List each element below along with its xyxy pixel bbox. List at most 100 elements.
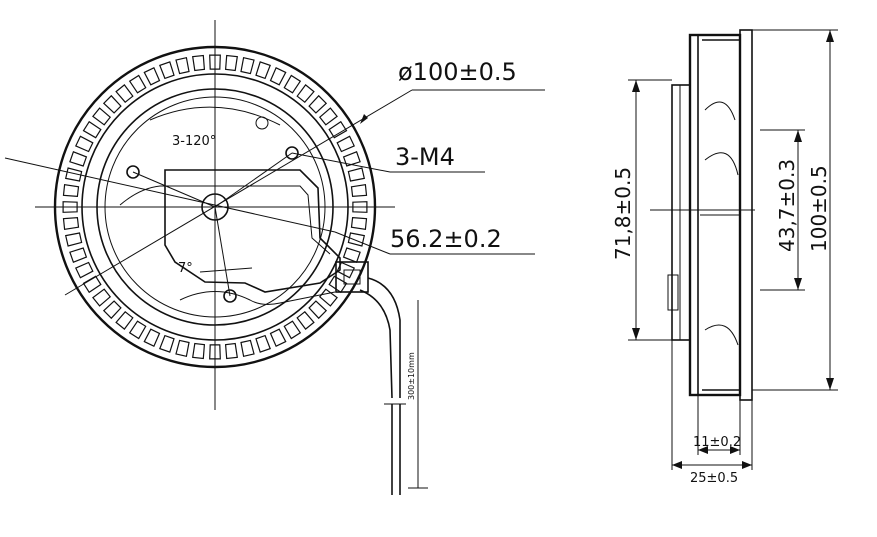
blade-slot xyxy=(159,334,175,353)
blade-slot xyxy=(115,310,134,330)
hole-radius-line-top xyxy=(214,152,293,208)
blade-slot xyxy=(92,107,112,126)
blade-slot xyxy=(269,328,287,348)
blade-slot xyxy=(82,120,102,139)
blade-slot xyxy=(255,61,271,80)
blade-slot xyxy=(143,66,161,86)
blade-slot xyxy=(82,275,102,294)
arrow-hubw-left xyxy=(698,446,708,454)
tab-angle-line xyxy=(199,267,253,273)
blade-slot xyxy=(269,66,287,86)
blade-slot xyxy=(283,320,302,340)
arrow-totalw-right xyxy=(742,461,752,469)
side-inlet-ring xyxy=(671,84,691,341)
lead-wire-2 xyxy=(359,289,393,399)
hole-radius-line-bottom xyxy=(214,206,231,297)
arrow-outer-bottom xyxy=(826,378,834,390)
blade-slot xyxy=(69,247,88,263)
blade-slot xyxy=(336,261,356,279)
mount-hole-top xyxy=(285,146,299,160)
blade-slot xyxy=(128,74,147,94)
inlet-ring-inner xyxy=(104,96,326,318)
blade-slot xyxy=(62,184,80,198)
lead-wire-1 xyxy=(367,277,401,398)
blade-slot xyxy=(74,261,94,279)
arrow-hub-top xyxy=(794,130,802,142)
blade-slot xyxy=(209,54,221,70)
dim-diameter-label: ø100±0.5 xyxy=(398,58,517,86)
blade-slot xyxy=(143,328,161,348)
side-blade-bottom xyxy=(704,324,739,346)
diameter-leader xyxy=(64,89,413,296)
blade-slot xyxy=(62,201,78,213)
blade-slot xyxy=(255,334,271,353)
blade-slot xyxy=(102,94,122,114)
blade-slot xyxy=(347,167,366,182)
arrow-hub-bottom xyxy=(794,278,802,290)
outer-housing-circle xyxy=(53,45,377,369)
hub-bore xyxy=(201,193,229,221)
blade-slot xyxy=(308,300,328,320)
blade-slot xyxy=(240,339,255,358)
blade-slot xyxy=(64,232,83,247)
blade-slot xyxy=(224,54,238,72)
blade-slot xyxy=(115,84,134,104)
blade-slot xyxy=(62,216,80,230)
hole-radius-line-left xyxy=(132,171,216,208)
mount-hole-left xyxy=(126,165,140,179)
blade-slot xyxy=(102,300,122,320)
blade-slot xyxy=(92,288,112,307)
blade-slot xyxy=(352,201,368,213)
impeller-blade-slots xyxy=(62,54,368,360)
dim-hub-width-label: 11±0.2 xyxy=(693,435,741,450)
diagonal-leader-1 xyxy=(4,157,336,233)
arrow-hubw-right xyxy=(730,446,740,454)
front-view: ø100±0.5 3-M4 56.2±0.2 3-120° 7° 300±10m… xyxy=(4,20,545,495)
blade-slot xyxy=(175,56,190,75)
blade-slot xyxy=(128,320,147,340)
blade-slot xyxy=(159,61,175,80)
m4-leader xyxy=(291,152,391,173)
blade-slot xyxy=(74,135,94,153)
arrow-diameter xyxy=(360,114,368,124)
dim-mount-holes-label: 3-M4 xyxy=(395,143,455,171)
arrow-outer-top xyxy=(826,30,834,42)
blade-slot xyxy=(342,247,361,263)
blade-slot xyxy=(240,56,255,75)
blade-slot xyxy=(350,216,368,230)
blade-slot xyxy=(308,94,328,114)
blade-slot xyxy=(192,342,206,360)
inlet-ring-outer xyxy=(96,88,334,326)
arrow-totalw-left xyxy=(672,461,682,469)
dimension-arrowheads xyxy=(360,30,834,469)
dim-inlet-height-label: 71,8±0.5 xyxy=(611,167,635,260)
blade-slot xyxy=(336,135,356,153)
blade-slot xyxy=(347,232,366,247)
dim-hole-circle-label: 56.2±0.2 xyxy=(390,225,502,253)
blade-slot xyxy=(296,310,315,330)
mount-hole-bottom xyxy=(223,289,237,303)
side-blade-top xyxy=(704,101,736,121)
hole-circle-arc xyxy=(149,106,281,126)
dim-tab-angle-label: 7° xyxy=(178,261,193,276)
blade-slot xyxy=(175,339,190,358)
side-view: 71,8±0.5 43,7±0.3 100±0.5 11±0.2 25±0.5 xyxy=(611,29,838,486)
motor-mount-inner-outline xyxy=(119,185,331,255)
blade-slot xyxy=(283,74,302,94)
side-blade-mid xyxy=(704,152,739,176)
dim-hole-angle-label: 3-120° xyxy=(172,134,216,149)
mount-arm-lower xyxy=(179,291,336,305)
arrow-inlet-top xyxy=(632,80,640,92)
blade-slot xyxy=(350,184,368,198)
wire-connector xyxy=(335,261,369,293)
blade-slot xyxy=(69,151,88,167)
side-backplate xyxy=(739,29,753,401)
side-connector-stub xyxy=(667,274,679,311)
blade-ring-inner-circle xyxy=(81,73,349,341)
blade-slot xyxy=(318,107,338,126)
dim-wire-length-label: 300±10mm xyxy=(407,352,416,400)
dim-hub-height-label: 43,7±0.3 xyxy=(775,159,799,252)
wire-connector-inner xyxy=(343,269,361,285)
dim-total-width-label: 25±0.5 xyxy=(690,471,738,486)
blade-slot xyxy=(296,84,315,104)
